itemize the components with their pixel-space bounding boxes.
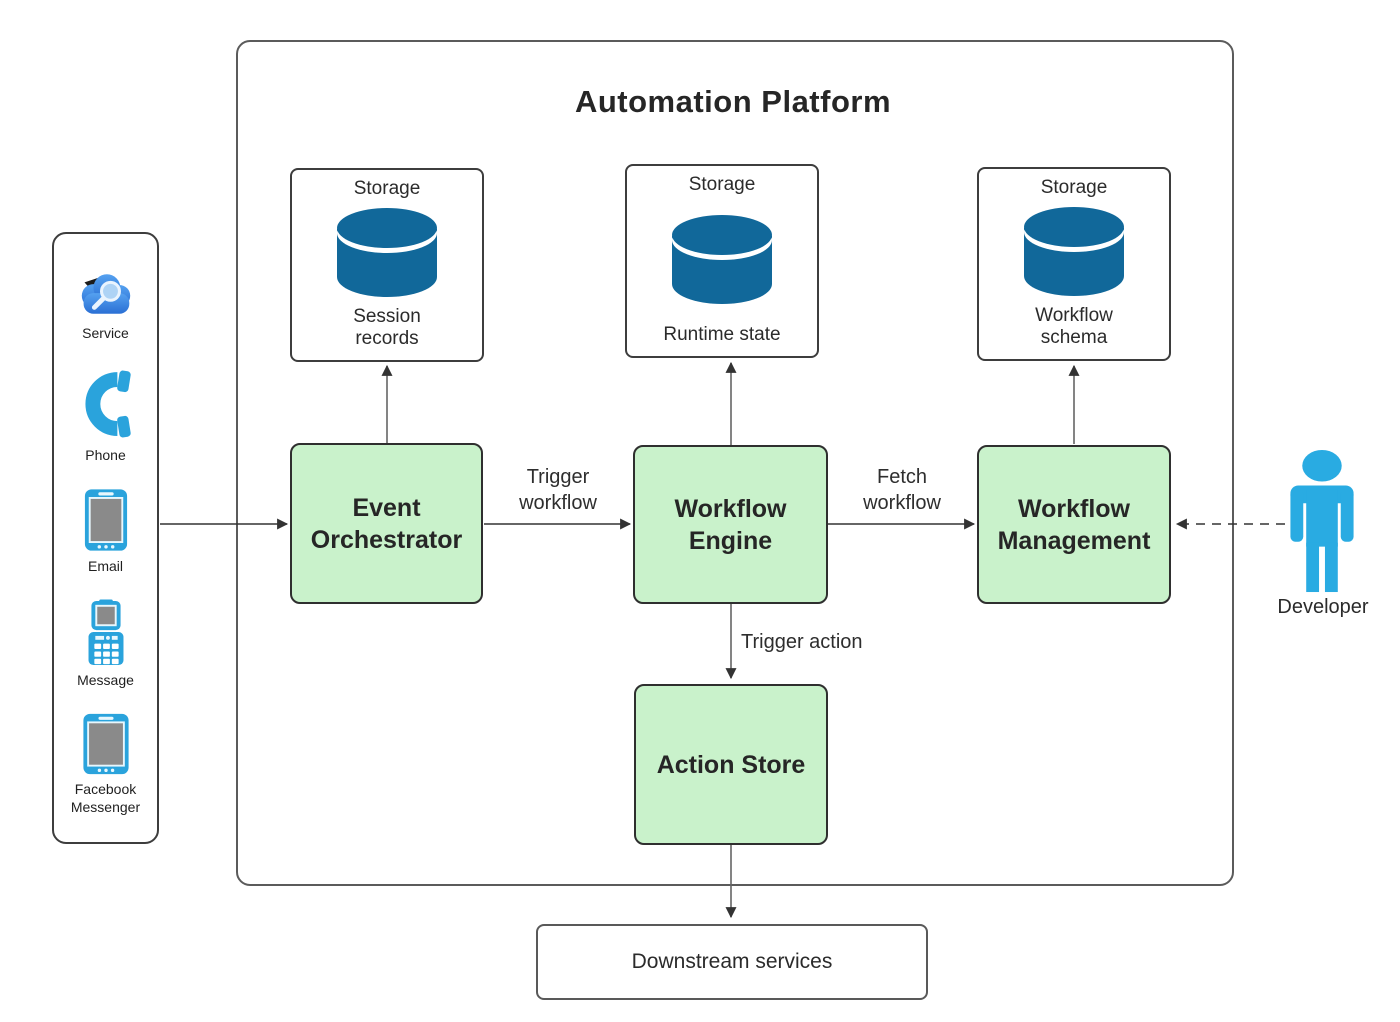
channel-label: Email	[87, 558, 123, 574]
channels-panel: Service Phone Email	[52, 232, 159, 844]
phone-handset-icon	[85, 370, 131, 437]
process-box-label: Workflow Management	[997, 494, 1151, 555]
edge-label-trigger-workflow: Trigger workflow	[519, 466, 597, 514]
storage-box-runtime-state: Storage Runtime state	[625, 164, 819, 358]
channel-label: Phone	[85, 446, 126, 463]
workflow-engine-box: Workflow Engine	[633, 445, 828, 604]
edge-label-trigger-action: Trigger action	[741, 631, 863, 653]
downstream-services-box: Downstream services	[536, 924, 928, 1000]
database-cylinder-icon	[337, 208, 437, 298]
cloud-search-icon	[81, 274, 130, 314]
developer-person-icon	[1290, 449, 1354, 593]
platform-title: Automation Platform	[574, 84, 892, 119]
storage-title: Storage	[353, 178, 421, 199]
database-cylinder-icon	[672, 215, 772, 305]
storage-title: Storage	[688, 174, 756, 195]
channel-item-service: Service	[77, 268, 135, 343]
storage-box-workflow-schema: Storage Workflow schema	[977, 167, 1171, 361]
channel-item-phone: Phone	[78, 366, 134, 465]
storage-sublabel: Runtime state	[663, 324, 781, 346]
database-cylinder-icon	[1024, 207, 1124, 297]
channel-item-facebook-messenger: Facebook Messenger	[60, 712, 152, 816]
tablet-device-icon	[84, 489, 127, 551]
automation-platform-container	[236, 40, 1234, 886]
event-orchestrator-box: Event Orchestrator	[290, 443, 483, 604]
developer-label: Developer	[1277, 596, 1369, 618]
tablet-device-icon	[82, 713, 129, 775]
action-store-box: Action Store	[634, 684, 828, 845]
process-box-label: Action Store	[656, 750, 806, 779]
storage-sublabel: Workflow schema	[1035, 305, 1113, 349]
downstream-services-label: Downstream services	[631, 950, 833, 973]
storage-title: Storage	[1040, 177, 1108, 198]
workflow-management-box: Workflow Management	[977, 445, 1171, 604]
process-box-label: Event Orchestrator	[310, 493, 463, 554]
storage-sublabel: Session records	[353, 306, 421, 350]
channel-item-email: Email	[83, 487, 129, 576]
channel-item-message: Message	[77, 598, 134, 690]
channel-label: Facebook Messenger	[70, 781, 141, 815]
channel-label: Message	[77, 671, 134, 688]
storage-box-session-records: Storage Session records	[290, 168, 484, 362]
edge-label-fetch-workflow: Fetch workflow	[863, 466, 941, 514]
feature-phone-icon	[88, 598, 123, 665]
channel-label: Service	[82, 325, 129, 341]
process-box-label: Workflow Engine	[674, 494, 787, 555]
